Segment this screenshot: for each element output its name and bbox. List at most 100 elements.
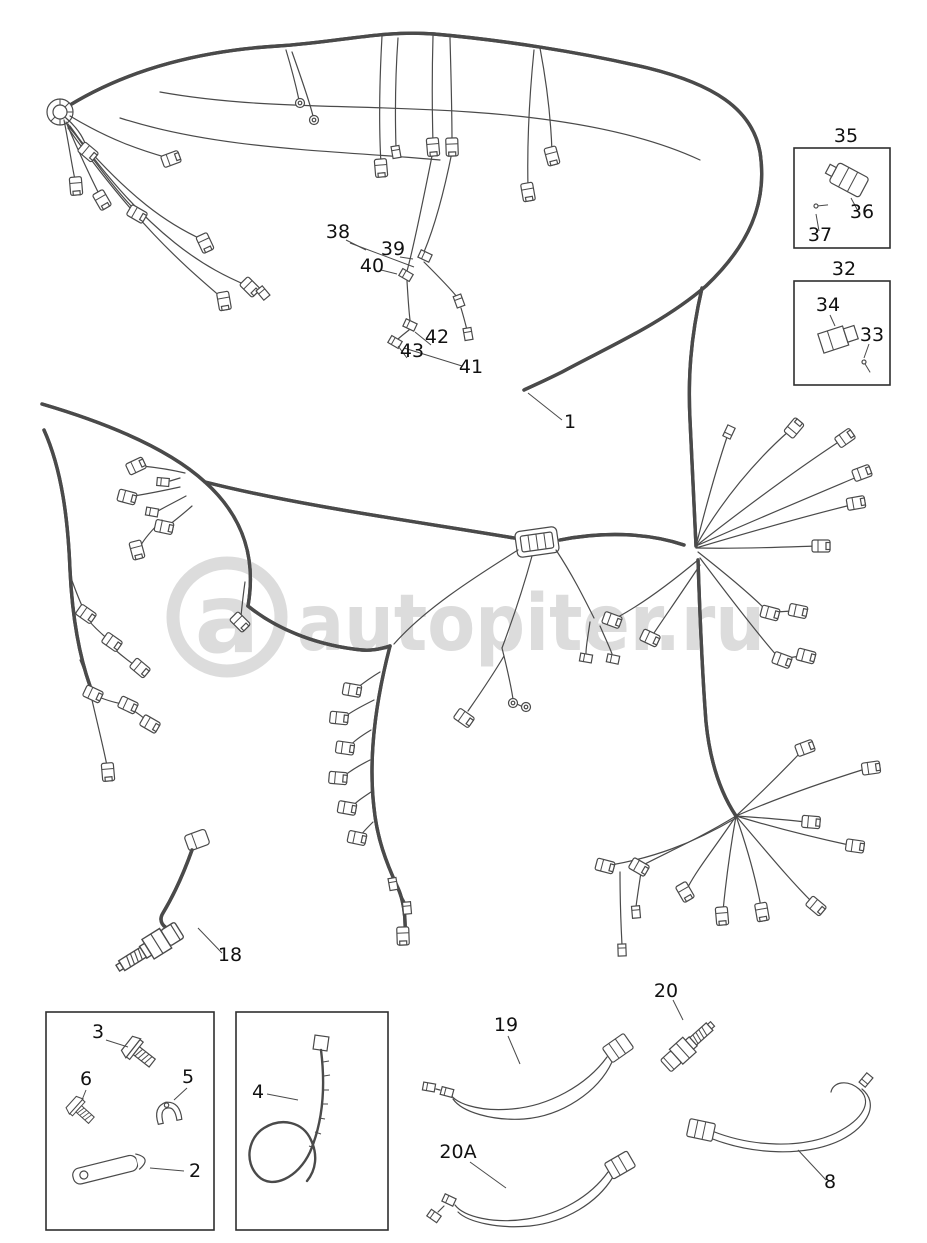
connector-icon: [817, 324, 859, 354]
connector-icon: [184, 828, 210, 852]
connector-icon: [543, 145, 561, 167]
connector-icon: [195, 231, 215, 255]
callout-40: 40: [360, 255, 384, 277]
connector-icon: [421, 1081, 437, 1093]
connector-icon: [81, 684, 105, 704]
connector-icon: [714, 905, 730, 927]
connector-icon: [617, 943, 627, 957]
cable-tie-serrations: [308, 1060, 331, 1149]
harness-trunks: [40, 31, 764, 936]
clamp-icon: [153, 1099, 183, 1125]
callout-20a: 20A: [439, 1141, 476, 1163]
callout-20: 20: [654, 980, 678, 1002]
cable-tie-box-frame: [235, 1011, 389, 1231]
harness-center: [327, 526, 595, 946]
connector-icon: [387, 876, 399, 892]
connector-icon: [346, 829, 368, 847]
cable-tie-head: [312, 1034, 330, 1052]
connector-icon: [445, 137, 459, 157]
connector-icon: [144, 506, 160, 518]
connector-icon: [116, 695, 140, 715]
connector-icon: [153, 518, 175, 536]
connector-icon: [100, 761, 116, 783]
jumper-19: [421, 1032, 635, 1120]
ring-terminal-icon: [520, 701, 532, 713]
connector-icon: [116, 488, 138, 506]
bolt-icon: [118, 1033, 161, 1074]
callout-4: 4: [252, 1081, 264, 1103]
screw-icon: [858, 358, 875, 374]
connector-icon: [685, 1117, 717, 1143]
callout-33: 33: [860, 324, 884, 346]
connector-icon: [770, 650, 794, 670]
connector-icon: [334, 740, 356, 756]
ring-terminal-icon: [294, 97, 306, 109]
watermark-logo-ring: [166, 556, 288, 678]
connector-icon: [601, 1032, 635, 1064]
connector-icon: [860, 760, 882, 776]
connector-icon: [336, 799, 358, 817]
callout-3: 3: [92, 1021, 104, 1043]
callout-19: 19: [494, 1014, 518, 1036]
callout-box-32: [793, 280, 891, 386]
hardware-box: [45, 1011, 215, 1231]
callout-box-frame: [793, 280, 891, 386]
watermark-text: autopiter.ru: [297, 579, 765, 669]
connector-icon: [833, 427, 857, 449]
watermark: a autopiter.ru: [166, 556, 765, 678]
connector-icon: [68, 175, 84, 197]
connector-icon: [811, 539, 831, 553]
callout-6: 6: [80, 1068, 92, 1090]
ring-terminal-icon: [308, 114, 320, 126]
callout-box-frame: [793, 147, 891, 249]
callout-labels: 1 2 3 4 5 6 8 18 19 20 20A 32 33 34 35 3…: [80, 125, 884, 1193]
connector-icon: [402, 318, 418, 332]
connector-icon: [390, 144, 402, 160]
callout-2: 2: [189, 1160, 201, 1182]
screw-icon: [812, 198, 829, 212]
connector-icon: [753, 901, 771, 923]
connector-icon: [91, 188, 113, 212]
cable-tie-box: [235, 1011, 389, 1231]
callout-18: 18: [218, 944, 242, 966]
connector-icon: [462, 326, 474, 342]
callout-34: 34: [816, 294, 840, 316]
connector-icon: [398, 267, 414, 283]
callout-36: 36: [850, 201, 874, 223]
hardware-box-frame: [45, 1011, 215, 1231]
cable-tie-strap: [248, 1048, 325, 1183]
jumper-20a: [426, 1150, 637, 1228]
connector-icon: [238, 275, 262, 299]
harness-top-left: [46, 98, 271, 312]
connector-icon: [156, 476, 170, 488]
jumper-8: [685, 1072, 874, 1153]
connector-icon: [824, 162, 869, 198]
connector-icon: [603, 1150, 637, 1180]
leader-lines: [81, 197, 870, 1189]
connector-icon: [452, 293, 466, 309]
connector-icon: [327, 770, 349, 786]
bracket-icon: [72, 1153, 146, 1185]
harness-top-center: [285, 35, 561, 350]
callout-39: 39: [381, 238, 405, 260]
harness-right: [578, 416, 882, 957]
callout-38: 38: [326, 221, 350, 243]
connector-icon: [441, 1193, 457, 1207]
connector-icon: [401, 901, 413, 915]
callout-32: 32: [832, 258, 856, 280]
lamp-connector-icon: [514, 526, 560, 558]
connector-icon: [594, 857, 616, 875]
connector-icon: [858, 1072, 874, 1088]
connector-icon: [215, 290, 233, 312]
watermark-logo-letter: a: [195, 563, 260, 675]
connector-icon: [793, 738, 817, 758]
connector-icon: [850, 463, 874, 483]
connector-icon: [452, 707, 476, 729]
connector-icon: [100, 631, 124, 653]
temperature-sensor-icon: [111, 919, 187, 979]
callout-43: 43: [400, 340, 424, 362]
connector-icon: [396, 926, 410, 946]
harness-mid-left: [69, 456, 252, 783]
